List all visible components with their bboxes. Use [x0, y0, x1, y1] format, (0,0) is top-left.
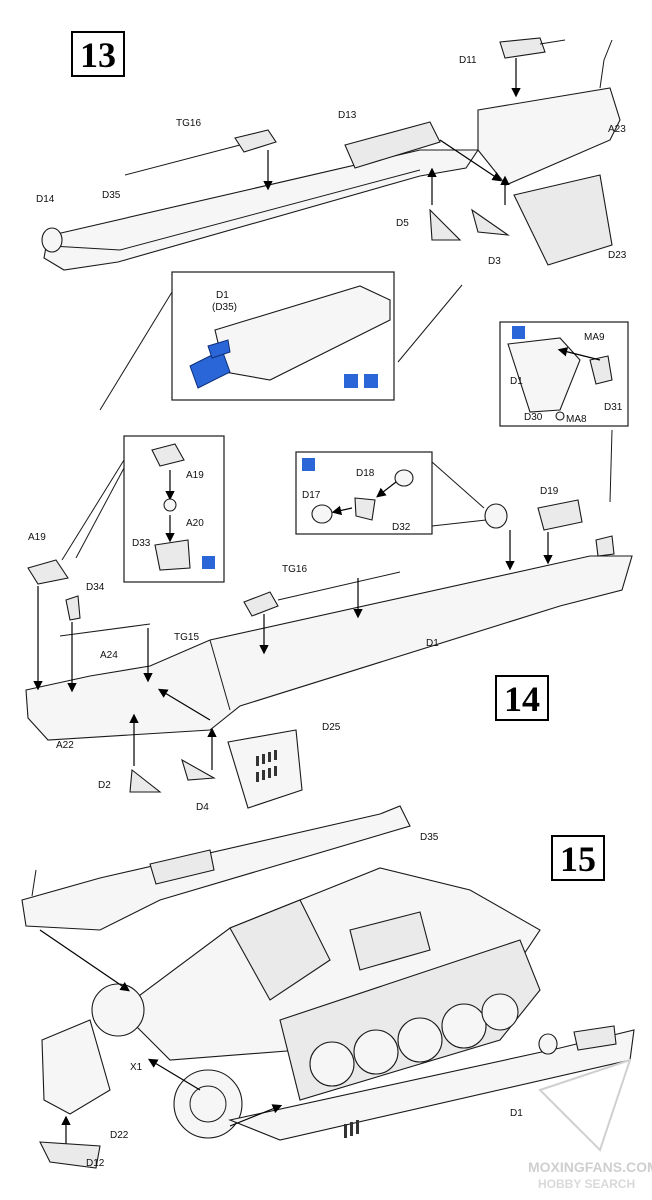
plate-d23 — [513, 174, 613, 266]
label-d3: D3 — [488, 256, 501, 267]
step-13-number: 13 — [80, 35, 116, 75]
paint-brush-icon — [344, 374, 358, 388]
label-d5: D5 — [396, 218, 409, 229]
label-a23: A23 — [608, 124, 626, 135]
label-a20: A20 — [186, 518, 204, 529]
base-d33 — [154, 539, 191, 571]
label-d14: D14 — [36, 194, 55, 205]
fender-d1 — [25, 555, 633, 741]
plate-d25 — [227, 729, 303, 809]
fender-d1-step15 — [228, 1029, 635, 1141]
watermark: MOXINGFANS.COM HOBBY SEARCH — [528, 1058, 652, 1191]
part-d12 — [39, 1141, 101, 1169]
headlight-assembly — [484, 503, 508, 529]
step-15-number: 15 — [560, 839, 596, 879]
watermark-line1: MOXINGFANS.COM — [528, 1159, 652, 1175]
mudguard-upper — [477, 87, 621, 186]
label-d1-14: D1 — [426, 638, 439, 649]
label-d12: D12 — [86, 1158, 105, 1169]
label-d18: D18 — [356, 468, 375, 479]
label-d33: D33 — [132, 538, 151, 549]
step-14-number: 14 — [504, 679, 540, 719]
vent-slots — [256, 750, 277, 782]
step-14: A19 A20 D33 D18 D17 D32 — [25, 435, 633, 813]
label-d30: D30 — [524, 412, 543, 423]
label-d31: D31 — [604, 402, 623, 413]
tool-tg16-step13 — [234, 129, 277, 153]
detail-callout-ma: MA9 D1 D31 D30 MA8 — [499, 321, 629, 503]
label-d11: D11 — [459, 55, 477, 66]
label-ma9: MA9 — [584, 332, 605, 343]
ma-part — [507, 337, 581, 413]
label-a19-box: A19 — [186, 470, 204, 481]
label-x1: X1 — [130, 1062, 143, 1073]
cap-a19 — [151, 443, 185, 467]
part-d11 — [499, 37, 546, 59]
detail-callout-fender: D1 (D35) — [99, 271, 463, 411]
label-d32: D32 — [392, 522, 411, 533]
label-d17: D17 — [302, 490, 321, 501]
label-tg16-14: TG16 — [282, 564, 307, 575]
watermark-line2: HOBBY SEARCH — [538, 1177, 635, 1191]
bracket-d2 — [129, 768, 162, 793]
lens-d18 — [394, 469, 414, 487]
tool-tg15 — [59, 623, 151, 637]
step-15: 15 — [21, 805, 635, 1169]
label-d35-paren: (D35) — [212, 302, 237, 313]
antenna-a23 — [599, 39, 613, 89]
glue-icon — [302, 458, 315, 471]
label-d35-13: D35 — [102, 190, 121, 201]
toolbox-d13 — [344, 121, 441, 169]
label-d34: D34 — [86, 582, 105, 593]
glue-icon — [512, 326, 525, 339]
front-wheel — [173, 1069, 243, 1139]
bracket-d3 — [471, 208, 511, 236]
vent-slots-lower — [344, 1120, 359, 1138]
label-d1-detail: D1 — [216, 290, 229, 301]
label-d1-15: D1 — [510, 1108, 523, 1119]
glue-icon — [364, 374, 378, 388]
road-wheels — [309, 993, 519, 1087]
bracket-d5 — [429, 208, 462, 241]
part-d34 — [65, 595, 81, 621]
label-d23: D23 — [608, 250, 627, 261]
label-tg15: TG15 — [174, 632, 199, 643]
bracket-d4 — [181, 758, 216, 781]
label-d25: D25 — [322, 722, 341, 733]
fender-d35 — [43, 149, 480, 271]
glue-icon — [202, 556, 215, 569]
label-d35-15: D35 — [420, 832, 439, 843]
label-d2: D2 — [98, 780, 111, 791]
label-ma8: MA8 — [566, 414, 587, 425]
label-a24: A24 — [100, 650, 118, 661]
label-d22: D22 — [110, 1130, 129, 1141]
label-a19: A19 — [28, 532, 46, 543]
label-d4: D4 — [196, 802, 209, 813]
step-13-box — [71, 31, 125, 77]
label-d1-right: D1 — [510, 376, 523, 387]
headlight-d14 — [41, 227, 63, 253]
paper-plane-icon — [538, 1058, 632, 1152]
step-13: 13 D11 A23 TG16 D13 D14 D35 D5 D3 — [36, 31, 627, 271]
headlight-d17 — [311, 504, 333, 524]
front-wheel-left — [91, 983, 145, 1037]
cap-a19-fender — [27, 559, 69, 585]
plate-d22 — [41, 1019, 111, 1115]
box-d19 — [537, 499, 583, 531]
label-tg16-13: TG16 — [176, 118, 201, 129]
step-14-box — [495, 675, 549, 721]
bracket-d32 — [354, 497, 376, 521]
label-d19: D19 — [540, 486, 559, 497]
tool-tg16-step14 — [243, 591, 279, 617]
step-15-box — [551, 835, 605, 881]
label-a22: A22 — [56, 740, 74, 751]
label-d13: D13 — [338, 110, 357, 121]
